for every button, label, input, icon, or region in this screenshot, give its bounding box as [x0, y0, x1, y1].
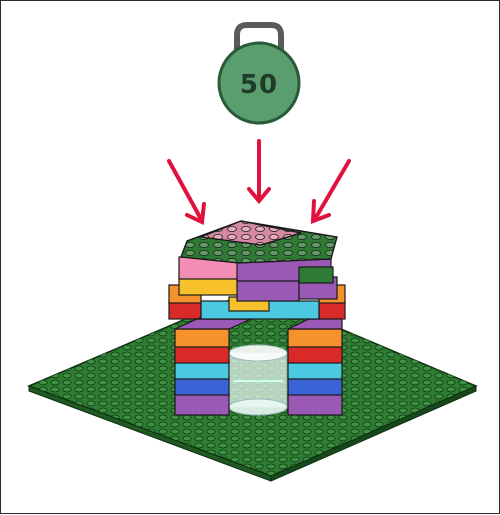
center-arrow [249, 141, 269, 201]
top-deck [179, 221, 337, 283]
left-arrow [169, 161, 204, 222]
clear-cylinder [229, 345, 287, 415]
right-arrow [313, 161, 349, 221]
weight-label: 50 [240, 70, 278, 100]
force-arrows [169, 141, 349, 222]
weight-icon: 50 [219, 25, 299, 123]
